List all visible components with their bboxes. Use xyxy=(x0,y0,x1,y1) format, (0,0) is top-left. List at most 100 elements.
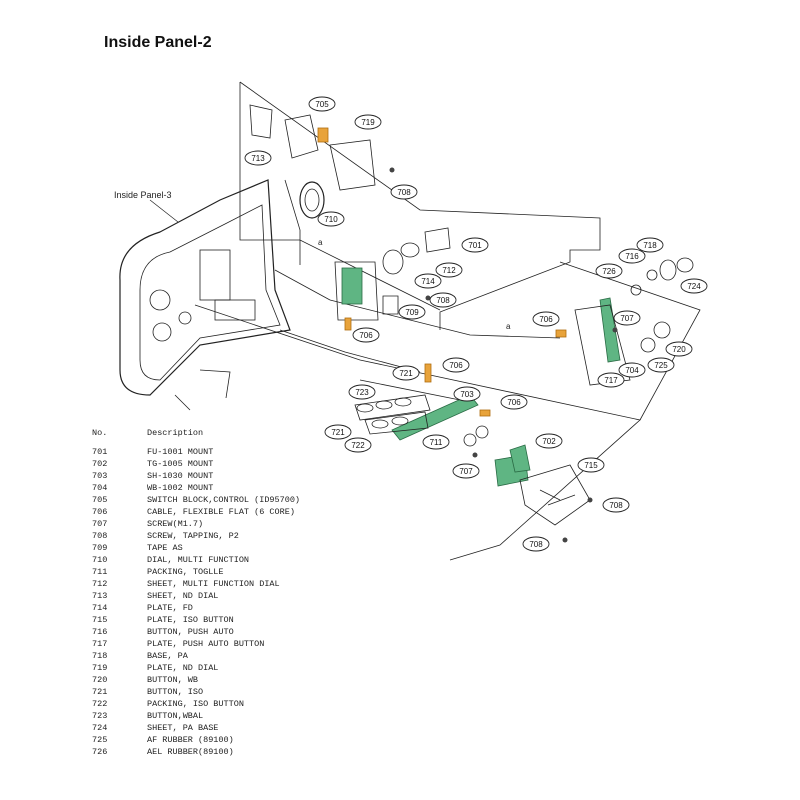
part-number: 705 xyxy=(92,495,108,505)
sh-1030-mount xyxy=(391,394,479,441)
part-description: SH-1030 MOUNT xyxy=(147,471,214,481)
part-description: PLATE, FD xyxy=(147,603,193,613)
callout-715: 715 xyxy=(577,457,605,473)
part-number: 712 xyxy=(92,579,108,589)
callout-708: 708 xyxy=(429,292,457,308)
callout-number: 708 xyxy=(436,296,450,305)
parts-list-header: No. Description xyxy=(92,428,422,446)
part-number: 714 xyxy=(92,603,108,613)
part-number: 707 xyxy=(92,519,108,529)
header-description: Description xyxy=(147,428,204,438)
assembly-line xyxy=(279,329,421,373)
part-number: 708 xyxy=(92,531,108,541)
part-description: WB-1002 MOUNT xyxy=(147,483,214,493)
part-number: 720 xyxy=(92,675,108,685)
callout-number: 706 xyxy=(539,315,553,324)
part-description: AEL RUBBER(89100) xyxy=(147,747,234,757)
part-description: SHEET, ND DIAL xyxy=(147,591,219,601)
callout-number: 708 xyxy=(397,188,411,197)
camera-body xyxy=(119,179,291,396)
part-number: 725 xyxy=(92,735,108,745)
assembly-line xyxy=(239,82,441,311)
part-number: 721 xyxy=(92,687,108,697)
parts-row: 720 BUTTON, WB xyxy=(92,674,422,686)
parts-row: 703 SH-1030 MOUNT xyxy=(92,470,422,482)
callout-706: 706 xyxy=(352,327,380,343)
part-description: SHEET, PA BASE xyxy=(147,723,219,733)
callout-number: 701 xyxy=(468,241,482,250)
callout-710: 710 xyxy=(317,211,345,227)
parts-row: 714 PLATE, FD xyxy=(92,602,422,614)
callout-number: 711 xyxy=(430,438,443,447)
part-description: SHEET, MULTI FUNCTION DIAL xyxy=(147,579,280,589)
callout-721: 721 xyxy=(392,365,420,381)
part-number: 710 xyxy=(92,555,108,565)
part-description: BUTTON, WB xyxy=(147,675,199,685)
callout-712: 712 xyxy=(435,262,463,278)
callout-704: 704 xyxy=(618,362,646,378)
part-number: 703 xyxy=(92,471,108,481)
part-number: 726 xyxy=(92,747,108,757)
callout-number: 707 xyxy=(459,467,473,476)
assembly-line xyxy=(239,81,601,330)
parts-row: 725 AF RUBBER (89100) xyxy=(92,734,422,746)
flex-cable xyxy=(555,329,567,338)
part-number: 724 xyxy=(92,723,108,733)
callout-706: 706 xyxy=(532,311,560,327)
callout-number: 718 xyxy=(643,241,657,250)
part-number: 718 xyxy=(92,651,108,661)
callout-701: 701 xyxy=(461,237,489,253)
callout-714: 714 xyxy=(414,273,442,289)
parts-row: 726 AEL RUBBER(89100) xyxy=(92,746,422,758)
header-no: No. xyxy=(92,428,108,438)
callout-number: 706 xyxy=(359,331,373,340)
callout-702: 702 xyxy=(535,433,563,449)
part-description: AF RUBBER (89100) xyxy=(147,735,234,745)
callout-number: 712 xyxy=(442,266,456,275)
callout-707: 707 xyxy=(452,463,480,479)
callout-number: 713 xyxy=(251,154,265,163)
callout-725: 725 xyxy=(647,357,675,373)
callout-708: 708 xyxy=(522,536,550,552)
callout-number: 702 xyxy=(542,437,556,446)
part-description: FU-1001 MOUNT xyxy=(147,447,214,457)
callout-706: 706 xyxy=(442,357,470,373)
callout-number: 724 xyxy=(687,282,701,291)
callout-number: 707 xyxy=(620,314,634,323)
sheet-nd-dial xyxy=(249,104,273,139)
assembly-line xyxy=(359,379,461,401)
part-description: SWITCH BLOCK,CONTROL (ID95700) xyxy=(147,495,301,505)
parts-row: 705 SWITCH BLOCK,CONTROL (ID95700) xyxy=(92,494,422,506)
multi-function-dial xyxy=(299,181,325,219)
page-title: Inside Panel-2 xyxy=(104,34,212,51)
callout-724: 724 xyxy=(680,278,708,294)
callout-720: 720 xyxy=(665,341,693,357)
part-description: SCREW(M1.7) xyxy=(147,519,204,529)
part-number: 713 xyxy=(92,591,108,601)
callout-721: 721 xyxy=(324,424,352,440)
callout-708: 708 xyxy=(390,184,418,200)
callout-number: 725 xyxy=(654,361,668,370)
camera-body-inner xyxy=(139,204,281,381)
callout-709: 709 xyxy=(398,304,426,320)
inside-panel-3-label: Inside Panel-3 xyxy=(114,190,172,200)
callout-711: 711 xyxy=(422,434,450,450)
part-number: 716 xyxy=(92,627,108,637)
callout-number: 726 xyxy=(602,267,616,276)
callout-707: 707 xyxy=(613,310,641,326)
flex-cable xyxy=(344,317,352,331)
